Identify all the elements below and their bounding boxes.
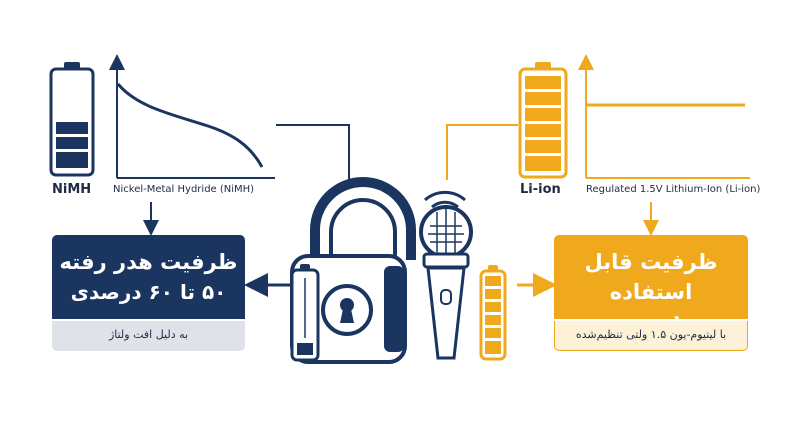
small-battery-icon: [290, 264, 320, 362]
liion-battery-icon: [518, 62, 568, 179]
microphone-icon: [419, 190, 473, 360]
left-connector-line: [276, 124, 350, 185]
usable-capacity-card: ظرفیت قابل استفاده ۱۰۰ درصدی: [554, 235, 748, 334]
right-connector-line: [446, 124, 518, 180]
padlock-icon: [290, 177, 416, 364]
wasted-capacity-note: به دلیل افت ولتاژ: [52, 321, 245, 351]
wasted-capacity-value: ۵۰ تا ۶۰ درصدی: [70, 280, 227, 304]
keyhole-icon: [321, 284, 373, 336]
nimh-battery-icon: [49, 62, 95, 177]
liion-battery-label: Li-ion: [520, 182, 561, 197]
signal-waves-icon: [424, 190, 466, 209]
small-liion-battery-icon: [479, 265, 507, 361]
liion-curve-label: Regulated 1.5V Lithium-Ion (Li-ion): [586, 184, 761, 195]
usable-capacity-note: با لیتیوم-یون ۱.۵ ولتی تنظیم‌شده: [554, 321, 748, 351]
nimh-discharge-curve: [109, 54, 275, 179]
nimh-battery-label: NiMH: [52, 182, 92, 197]
wasted-capacity-title: ظرفیت هدر رفته: [59, 250, 238, 274]
liion-discharge-curve: [578, 54, 750, 179]
wasted-capacity-card: ظرفیت هدر رفته ۵۰ تا ۶۰ درصدی: [52, 235, 245, 319]
nimh-curve-label: Nickel-Metal Hydride (NiMH): [113, 184, 255, 195]
usable-capacity-title: ظرفیت قابل استفاده: [584, 250, 718, 304]
